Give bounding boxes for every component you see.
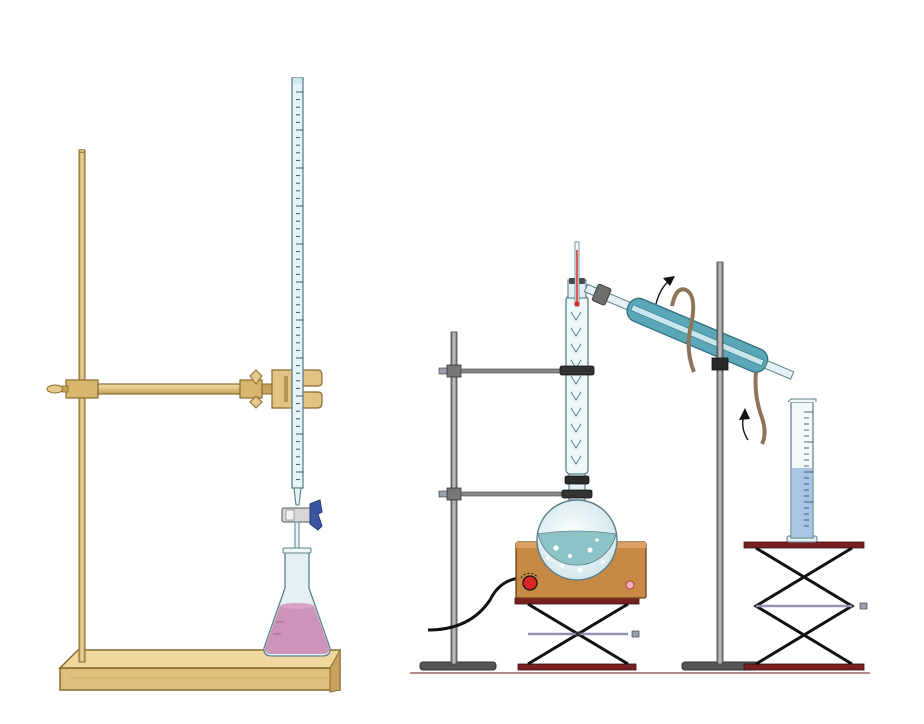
vigreux-indent	[570, 455, 582, 465]
vigreux-indent	[570, 343, 582, 353]
burette-clamp	[46, 369, 323, 409]
water-outlet-tube	[670, 287, 696, 373]
right-support-stand	[681, 261, 759, 671]
distillation-setup	[410, 241, 870, 674]
vigreux-indent	[570, 311, 582, 321]
wooden-base	[58, 648, 341, 693]
arrow-in-icon	[739, 408, 750, 441]
vigreux-indent	[570, 375, 582, 385]
arrow-out-icon	[655, 276, 675, 305]
fractionating-column	[559, 278, 595, 475]
vigreux-indent	[570, 407, 582, 417]
condenser	[583, 283, 795, 445]
thermometer	[574, 241, 580, 307]
support-rod	[78, 149, 86, 663]
vigreux-indent	[570, 423, 582, 433]
lab-jack-right	[743, 541, 868, 671]
left-support-stand	[419, 331, 566, 671]
erlenmeyer-flask	[263, 547, 331, 657]
graduated-cylinder	[786, 398, 818, 543]
vigreux-indent	[570, 391, 582, 401]
vigreux-indent	[570, 439, 582, 449]
stopcock[interactable]	[281, 499, 323, 531]
vigreux-indent	[570, 327, 582, 337]
power-cable	[427, 576, 521, 632]
water-inlet-tube	[753, 371, 767, 445]
round-bottom-flask	[536, 469, 618, 581]
burette-scale-marks	[296, 91, 303, 481]
lab-jack-left	[514, 597, 640, 671]
power-knob-icon[interactable]	[520, 572, 539, 591]
indicator-light-icon	[625, 580, 635, 590]
titration-setup	[46, 77, 341, 693]
burette	[281, 77, 323, 551]
boiling-bubbles	[546, 538, 605, 573]
cylinder-scale-marks	[804, 411, 813, 527]
